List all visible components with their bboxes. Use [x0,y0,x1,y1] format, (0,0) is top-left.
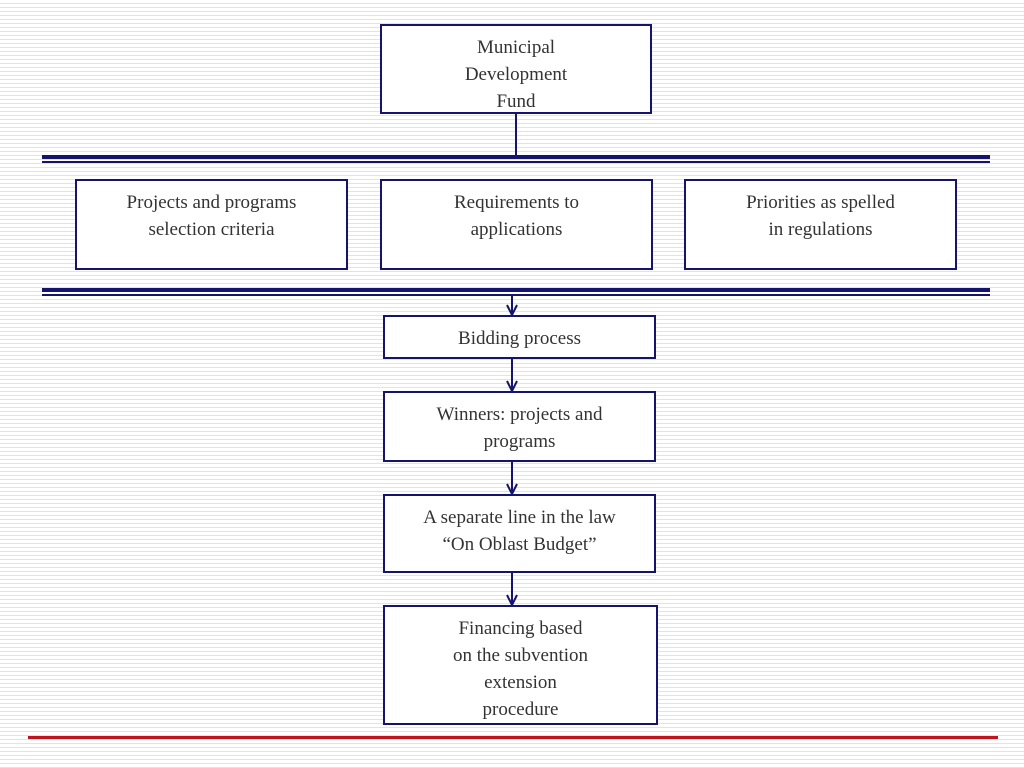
node-text-line: “On Oblast Budget” [442,534,597,555]
node-text-line: Priorities as spelled [746,192,895,213]
node-text-line: programs [483,431,556,452]
node-text-line: A separate line in the law [423,507,616,528]
node-winners: Winners: projects and programs [383,391,656,462]
node-text-line: Municipal [476,37,556,58]
node-municipal-development-fund: Municipal Development Fund [380,24,652,114]
node-text-line: in regulations [768,219,873,240]
node-budget-line: A separate line in the law “On Oblast Bu… [383,494,656,573]
node-selection-criteria: Projects and programs selection criteria [75,179,348,270]
footer-rule [28,736,998,739]
node-text-line: selection criteria [148,219,275,240]
node-text-line: Requirements to [453,192,580,213]
node-requirements: Requirements to applications [380,179,653,270]
node-text-line: extension [484,672,557,693]
lower-bus-bar [42,288,990,296]
node-bidding-process: Bidding process [383,315,656,359]
upper-bus-bar [42,155,990,163]
node-financing: Financing based on the subvention extens… [383,605,658,725]
node-text-line: Development [464,64,568,85]
node-text-line: applications [470,219,563,240]
node-text-line: Winners: projects and [436,404,603,425]
node-text-line: procedure [482,699,559,720]
node-text-line: on the subvention [452,645,589,666]
node-text-line: Fund [496,91,536,112]
node-priorities: Priorities as spelled in regulations [684,179,957,270]
node-text-line: Bidding process [458,328,581,349]
node-text-line: Projects and programs [126,192,297,213]
node-text-line: Financing based [458,618,583,639]
